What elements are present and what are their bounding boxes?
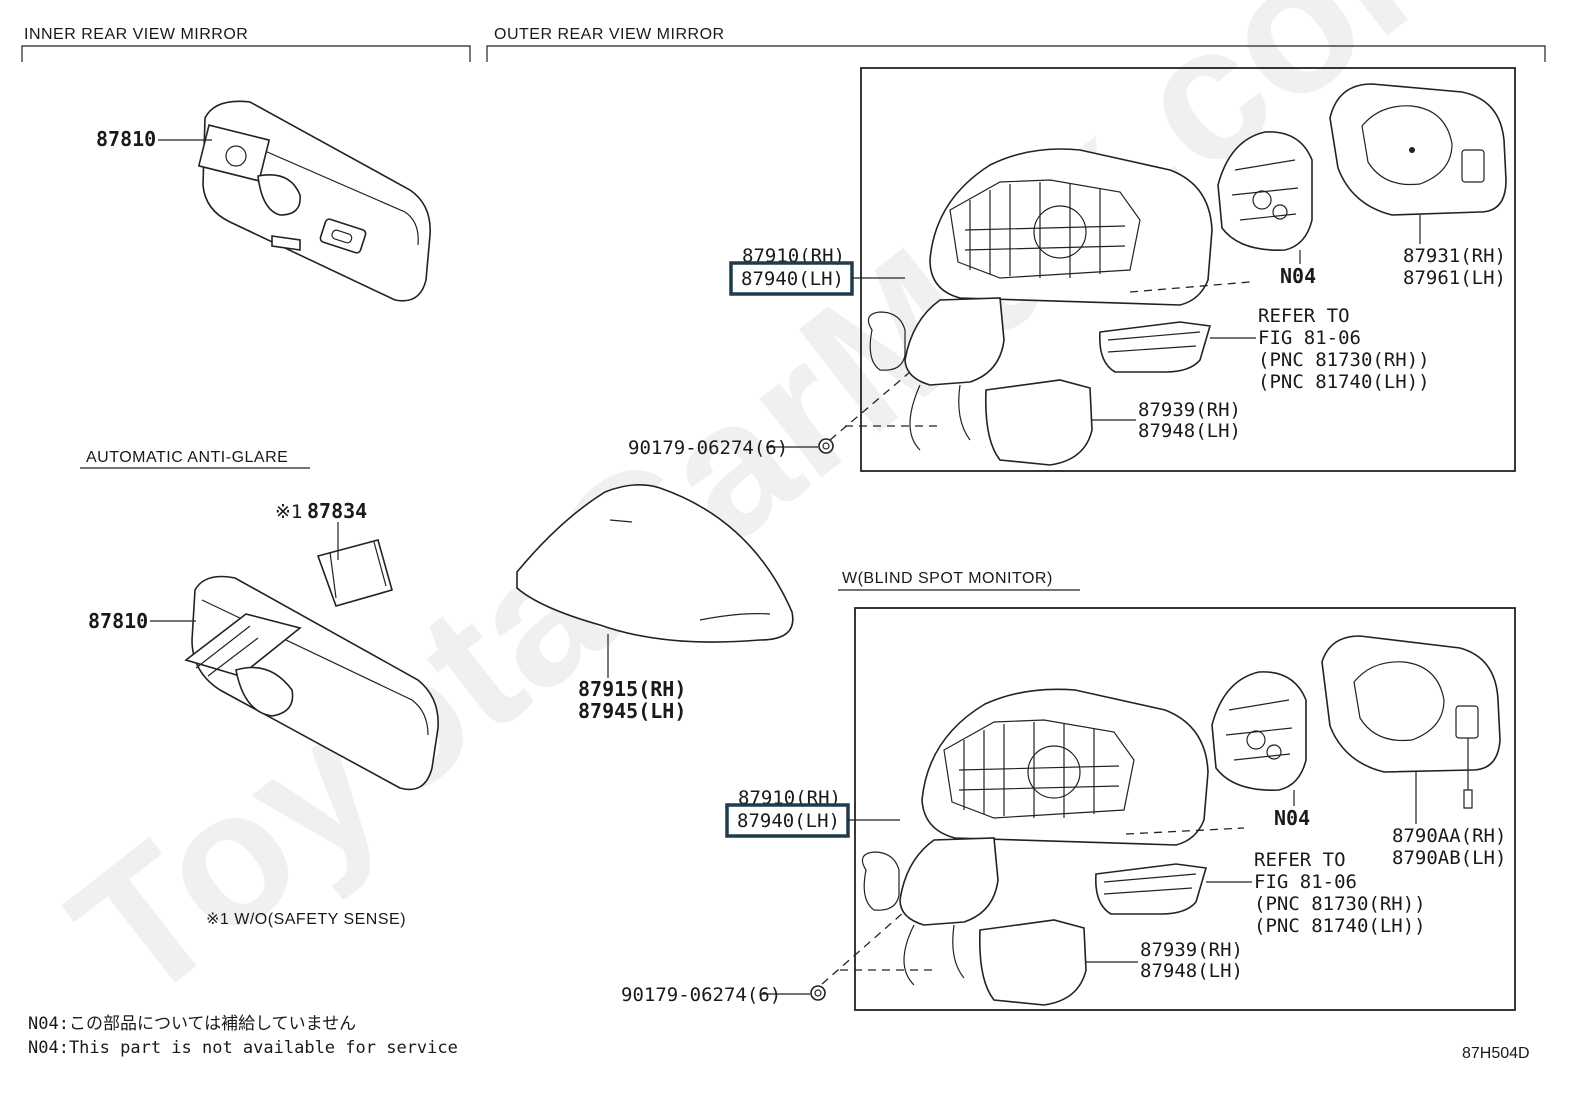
- label-87810-top: 87810: [96, 127, 156, 151]
- outer-heading: OUTER REAR VIEW MIRROR: [494, 26, 725, 43]
- label-bottom-87939: 87939(RH): [1140, 939, 1243, 961]
- label-bottom-refer-1: REFER TO: [1254, 849, 1346, 871]
- label-bottom-8790ab: 8790AB(LH): [1392, 847, 1506, 869]
- label-87915: 87915(RH): [578, 677, 686, 701]
- label-bottom-87940: 87940(LH): [737, 810, 840, 832]
- bottom-nut-hole: [814, 989, 822, 997]
- label-top-87931: 87931(RH): [1403, 245, 1506, 267]
- label-87834: 87834: [307, 499, 367, 523]
- label-top-87961: 87961(LH): [1403, 267, 1506, 289]
- outer-bottom-mirror-glass: [1321, 635, 1501, 809]
- inner-heading: INNER REAR VIEW MIRROR: [24, 26, 248, 43]
- label-top-refer-1: REFER TO: [1258, 305, 1350, 327]
- label-top-87939: 87939(RH): [1138, 399, 1241, 421]
- label-bottom-n04: N04: [1274, 806, 1310, 830]
- outer-top-mirror-glass: [1329, 83, 1507, 216]
- inner-bracket: [21, 45, 471, 62]
- outer-top-mirror-assembly: [867, 148, 1213, 466]
- label-top-n04: N04: [1280, 264, 1316, 288]
- mirror-cap: [516, 484, 794, 643]
- outer-top-box: [860, 67, 1516, 472]
- label-top-refer-2: FIG 81-06: [1258, 327, 1361, 349]
- note-safety-sense: ※1 W/O(SAFETY SENSE): [206, 911, 406, 928]
- inner-mirror-anti-glare: [184, 539, 439, 791]
- outer-bottom-actuator: [1211, 671, 1307, 791]
- dash-top-refer: [1129, 281, 1251, 293]
- anti-glare-heading: AUTOMATIC ANTI-GLARE: [86, 449, 288, 466]
- top-nut-hole: [822, 442, 830, 450]
- label-bottom-8790aa: 8790AA(RH): [1392, 825, 1506, 847]
- inner-mirror-top: [197, 100, 431, 302]
- label-top-refer-3: (PNC 81730(RH)): [1258, 349, 1430, 371]
- label-bottom-87948: 87948(LH): [1140, 960, 1243, 982]
- label-87945: 87945(LH): [578, 699, 686, 723]
- dash-bottom-nut-1: [821, 911, 905, 985]
- top-nut: [818, 438, 834, 454]
- label-87834-mark: ※1: [275, 501, 302, 523]
- outer-bracket: [486, 45, 1546, 62]
- label-bottom-refer-2: FIG 81-06: [1254, 871, 1357, 893]
- label-bottom-nut: 90179-06274(6): [621, 984, 781, 1006]
- note-n04-jp: N04:この部品については補給していません: [28, 1014, 356, 1034]
- label-bottom-refer-3: (PNC 81730(RH)): [1254, 893, 1426, 915]
- bsm-heading: W(BLIND SPOT MONITOR): [842, 570, 1053, 587]
- label-87810-bottom: 87810: [88, 609, 148, 633]
- label-top-nut: 90179-06274(6): [628, 437, 788, 459]
- label-top-refer-4: (PNC 81740(LH)): [1258, 371, 1430, 393]
- outer-bottom-box: [854, 607, 1516, 1011]
- label-top-87940: 87940(LH): [741, 268, 844, 290]
- dash-bottom-refer: [1125, 827, 1245, 835]
- outer-top-actuator: [1217, 131, 1313, 251]
- label-bottom-refer-4: (PNC 81740(LH)): [1254, 915, 1426, 937]
- note-n04-en: N04:This part is not available for servi…: [28, 1038, 458, 1058]
- dash-top-nut-1: [829, 371, 911, 441]
- outer-bottom-mirror-assembly: [861, 688, 1209, 1006]
- bottom-nut: [810, 985, 826, 1001]
- figure-code: 87H504D: [1462, 1045, 1530, 1062]
- label-top-87948: 87948(LH): [1138, 420, 1241, 442]
